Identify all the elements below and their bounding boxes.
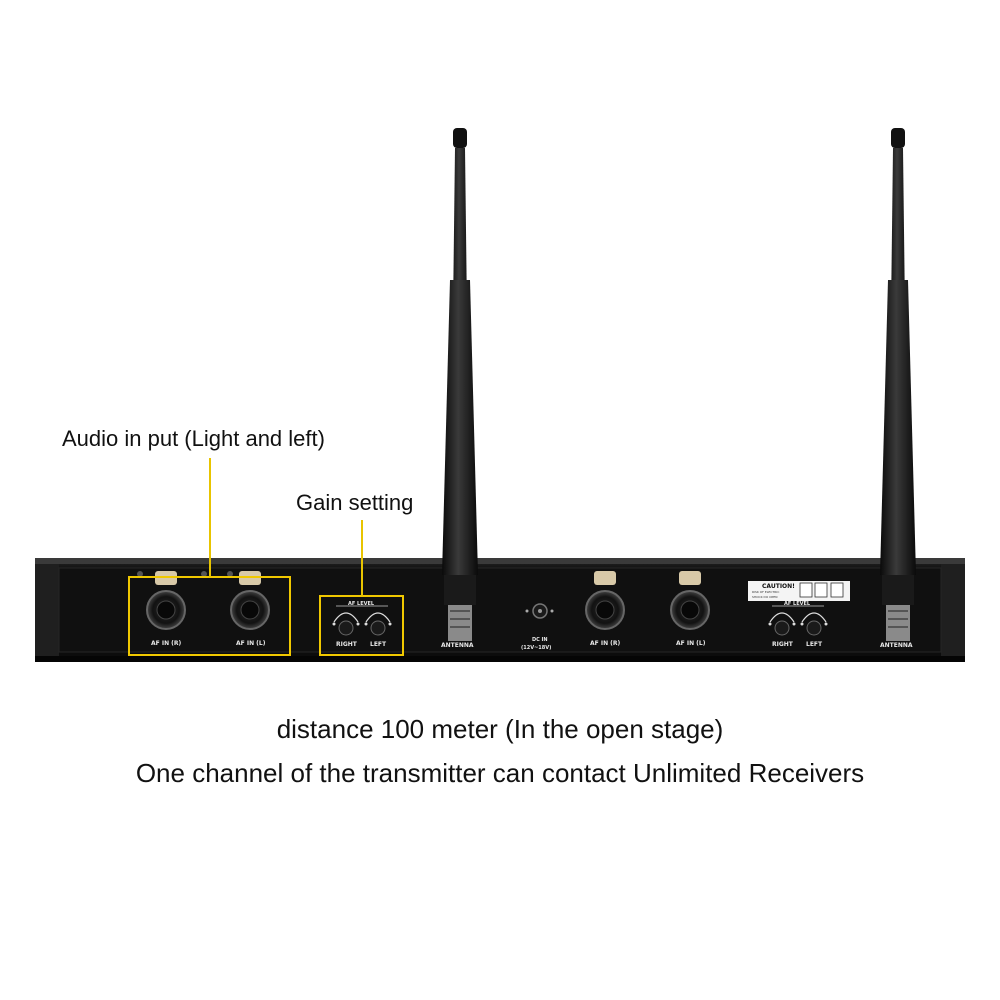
- xlr-connector-3: [585, 571, 625, 630]
- label-right-2: RIGHT: [772, 641, 793, 648]
- label-af-in-r-2: AF IN (R): [590, 640, 621, 647]
- label-antenna-2: ANTENNA: [880, 642, 913, 649]
- label-dc-voltage: (12V~18V): [521, 645, 552, 651]
- callout-audio-input: Audio in put (Light and left): [62, 426, 325, 451]
- label-caution: CAUTION!: [762, 583, 795, 590]
- label-af-level-1: AF LEVEL: [348, 601, 375, 607]
- label-caution-note-2: SHOCK DO OPEN: [752, 595, 778, 599]
- antenna-left: [442, 128, 478, 641]
- gain-knobs-1: [332, 605, 392, 636]
- gain-knobs-2: [768, 605, 828, 636]
- dc-jack: [525, 603, 554, 619]
- caution-sticker: [748, 581, 850, 601]
- label-right-1: RIGHT: [336, 641, 357, 648]
- label-caution-note-1: RISK OF ELECTRIC: [752, 590, 780, 594]
- label-left-2: LEFT: [806, 641, 823, 648]
- label-af-in-r-1: AF IN (R): [151, 640, 182, 647]
- label-af-in-l-2: AF IN (L): [676, 640, 706, 647]
- caption-distance: distance 100 meter (In the open stage): [276, 714, 724, 744]
- xlr-connector-4: [670, 571, 710, 630]
- label-af-level-2: AF LEVEL: [784, 601, 811, 607]
- antenna-right: [880, 128, 916, 641]
- callout-gain-setting: Gain setting: [296, 490, 414, 515]
- label-left-1: LEFT: [370, 641, 387, 648]
- label-dc-in: DC IN: [532, 637, 548, 643]
- xlr-connector-2: [230, 571, 270, 630]
- label-antenna-1: ANTENNA: [441, 642, 474, 649]
- label-af-in-l-1: AF IN (L): [236, 640, 266, 647]
- caption-receivers: One channel of the transmitter can conta…: [135, 758, 865, 788]
